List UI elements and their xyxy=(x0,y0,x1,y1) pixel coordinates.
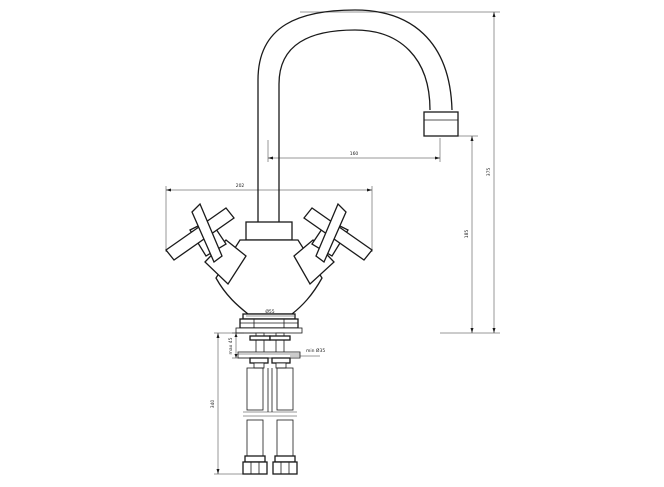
dim-total-height-label: 375 xyxy=(486,168,492,177)
dim-hole-diameter-label: min Ø35 xyxy=(306,347,325,354)
dim-hole-diameter: min Ø35 xyxy=(290,347,325,357)
dim-handle-span-label: 202 xyxy=(236,183,245,189)
flexible-hoses xyxy=(242,367,298,475)
right-hose-lower xyxy=(276,419,294,457)
spout xyxy=(257,9,459,222)
left-hose-lower xyxy=(246,419,264,457)
aerator-nozzle xyxy=(423,111,459,137)
dim-base-diameter-label: Ø55 xyxy=(265,308,274,315)
dim-spout-height-label: 185 xyxy=(464,230,470,239)
left-hose-upper xyxy=(246,367,264,411)
left-cross-handle xyxy=(165,202,235,264)
dim-handle-span: 202 xyxy=(165,183,373,252)
dim-max-thickness-label: max 45 xyxy=(228,337,234,354)
dim-spout-height: 185 xyxy=(458,135,478,333)
faucet-body xyxy=(204,221,335,315)
dim-reach: 160 xyxy=(267,138,441,162)
mounting-assembly xyxy=(235,327,303,369)
dim-total-height: 375 xyxy=(300,11,500,334)
dim-reach-label: 160 xyxy=(350,151,359,157)
right-hose-upper xyxy=(276,367,294,411)
base-flange xyxy=(239,313,299,329)
right-cross-handle xyxy=(303,202,373,264)
dim-hose-length-label: 340 xyxy=(210,400,216,409)
dim-hose-length: 340 xyxy=(210,332,244,475)
dim-base-diameter: Ø55 xyxy=(246,308,294,317)
